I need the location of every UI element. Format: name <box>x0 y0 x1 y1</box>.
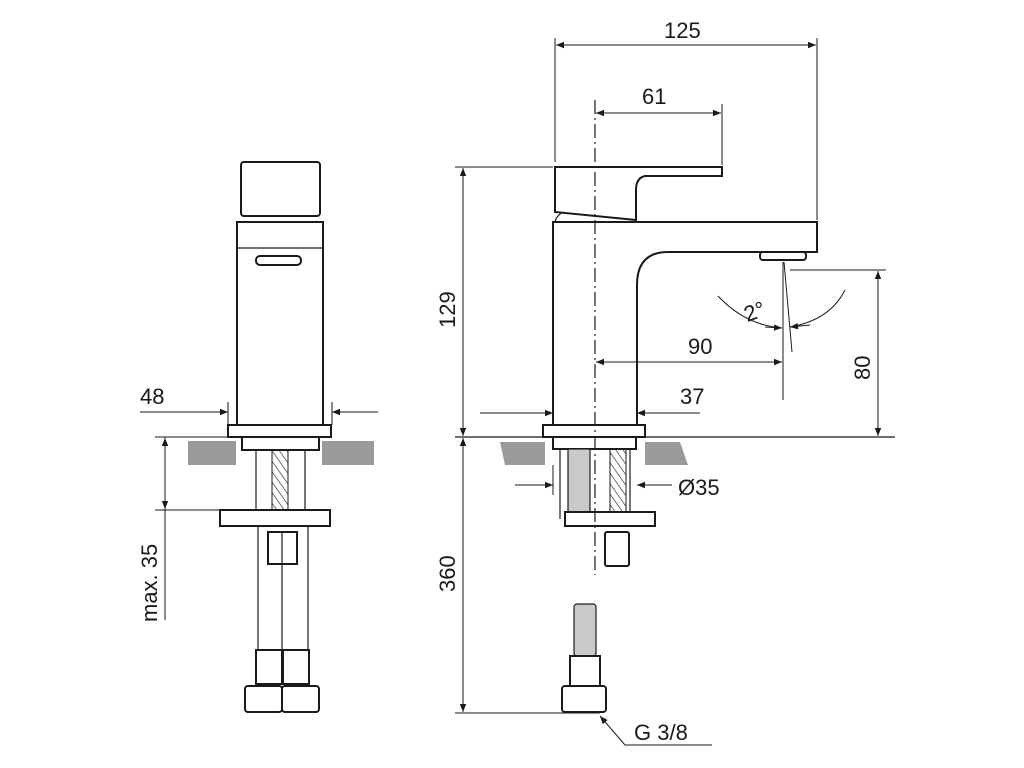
base-flange <box>542 424 646 438</box>
dim-angle-label: 2° <box>740 296 768 327</box>
aerator <box>759 251 807 261</box>
countertop-right <box>645 442 688 465</box>
hose-section <box>567 448 591 520</box>
dim-90-label: 90 <box>688 334 712 359</box>
body <box>236 221 324 426</box>
thread-label: G 3/8 <box>634 720 688 745</box>
threaded-rod <box>271 449 289 511</box>
front-view: 125 61 129 360 80 2° 90 37 Ø <box>435 18 895 746</box>
hose <box>573 603 597 657</box>
fixing-plate <box>564 511 656 527</box>
dim-129-label: 129 <box>435 291 460 328</box>
hose-fitting <box>569 655 601 687</box>
nut <box>604 531 630 567</box>
dim-37-label: 37 <box>680 384 704 409</box>
spout-body <box>552 221 818 426</box>
countertop-left <box>500 442 545 465</box>
dim-diameter-label: Ø35 <box>678 475 720 500</box>
base-flange <box>227 424 332 438</box>
dim-48-label: 48 <box>140 384 164 409</box>
countertop-right <box>322 441 374 465</box>
fixing-plate <box>219 509 331 527</box>
countertop-left <box>188 441 236 465</box>
dim-360-label: 360 <box>435 555 460 592</box>
dim-125-label: 125 <box>664 18 701 43</box>
hex-nut <box>561 685 607 713</box>
hex-nut <box>244 685 283 713</box>
hose-fitting <box>255 649 283 685</box>
aerator <box>255 255 302 266</box>
handle <box>240 161 321 217</box>
side-view: 48 max. 35 <box>137 161 378 713</box>
lever-handle <box>554 166 723 222</box>
dim-80-label: 80 <box>850 356 875 380</box>
dim-max35-label: max. 35 <box>137 544 162 622</box>
dim-61-label: 61 <box>642 84 666 109</box>
threaded-rod <box>609 448 627 520</box>
